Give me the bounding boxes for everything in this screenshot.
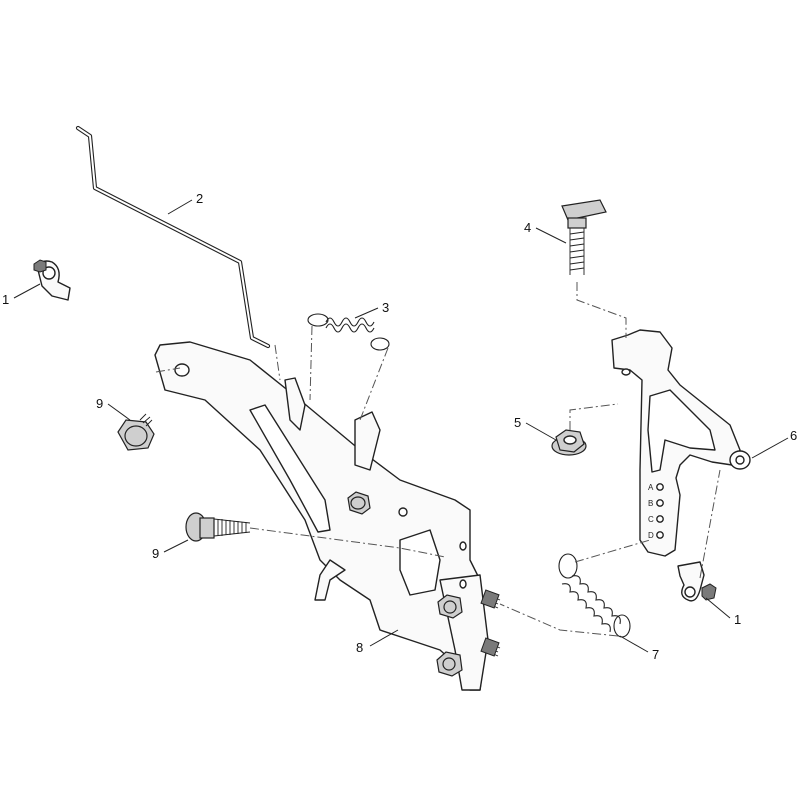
callout-2: 2 xyxy=(196,191,203,206)
hex-bolt-upper xyxy=(117,413,155,451)
callout-6: 6 xyxy=(790,428,797,443)
adjustment-holes xyxy=(656,483,664,539)
cable-clamp-right xyxy=(677,561,717,602)
hole-label-c: C xyxy=(648,515,654,524)
callout-4: 4 xyxy=(524,220,531,235)
small-spring xyxy=(307,313,390,351)
t-bolt xyxy=(561,199,607,275)
cable-clamp-left xyxy=(33,259,71,301)
throttle-rod xyxy=(75,125,271,349)
callout-1-right: 1 xyxy=(734,612,741,627)
control-bracket xyxy=(154,341,501,691)
hole-label-b: B xyxy=(648,499,653,508)
flange-nut xyxy=(551,429,587,456)
callout-7: 7 xyxy=(652,647,659,662)
hole-label-a: A xyxy=(648,483,654,492)
callout-9-lower: 9 xyxy=(152,546,159,561)
hole-label-d: D xyxy=(648,531,654,540)
callout-8: 8 xyxy=(356,640,363,655)
large-spring xyxy=(558,553,631,638)
callout-9-upper: 9 xyxy=(96,396,103,411)
callout-numbers: 1 2 3 4 5 6 7 8 9 9 1 xyxy=(2,191,797,662)
speed-control-plate: A B C D xyxy=(611,329,751,557)
callout-5: 5 xyxy=(514,415,521,430)
callout-3: 3 xyxy=(382,300,389,315)
callout-1-left: 1 xyxy=(2,292,9,307)
leader-lines xyxy=(13,199,789,653)
assembly-lines xyxy=(155,282,721,637)
flange-bolt-lower xyxy=(185,512,251,542)
